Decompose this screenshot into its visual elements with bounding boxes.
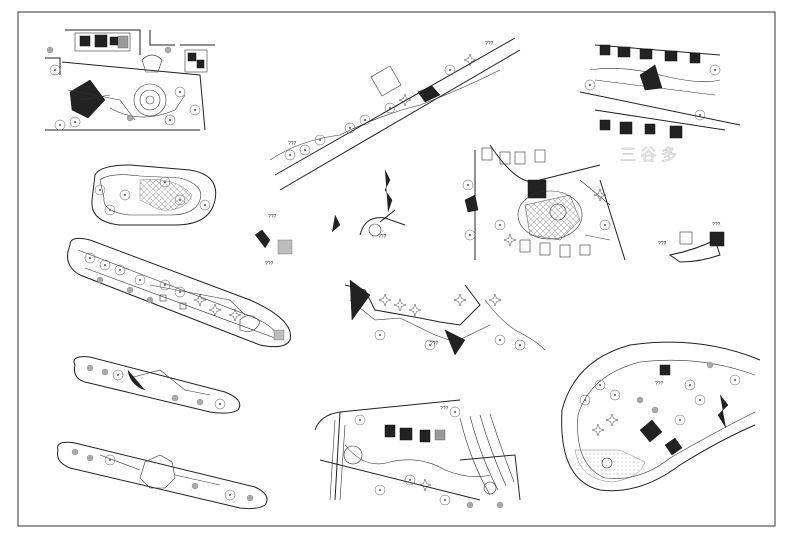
plan-note-f: ??? [658,241,667,247]
plan-residential-block-top-left [45,29,215,131]
plan-note-i: ??? [440,406,449,412]
plan-kidney-garden [91,164,217,226]
plan-note-g: ??? [712,222,721,228]
plan-note-d: ??? [268,214,277,220]
plan-note-a: ??? [288,141,297,147]
plan-note-j: ??? [655,381,664,387]
plan-zigzag-path: ??? [344,279,546,356]
plan-oval-octagon [57,441,268,510]
plan-small-far-right: ??? ??? [658,222,725,263]
plan-small-left-piece: ??? ??? [254,214,293,267]
plan-large-curve: ??? [561,341,761,492]
watermark-text: 三 谷 多 [620,146,677,164]
plan-note-e: ??? [265,261,274,267]
plan-elongated-park [67,237,291,348]
plan-note-h: ??? [430,341,439,347]
plan-diagonal-road: ??? ??? [269,37,521,191]
plan-small-crossing: ??? [331,169,406,240]
plan-note-c: ??? [378,234,387,240]
plan-amphitheatre: ??? [314,399,521,509]
sheet-border [17,11,776,527]
plan-note-b: ??? [485,41,494,47]
plan-plaza [462,144,626,261]
plan-oval-strip [73,356,241,414]
plan-top-right-strip [579,44,741,139]
